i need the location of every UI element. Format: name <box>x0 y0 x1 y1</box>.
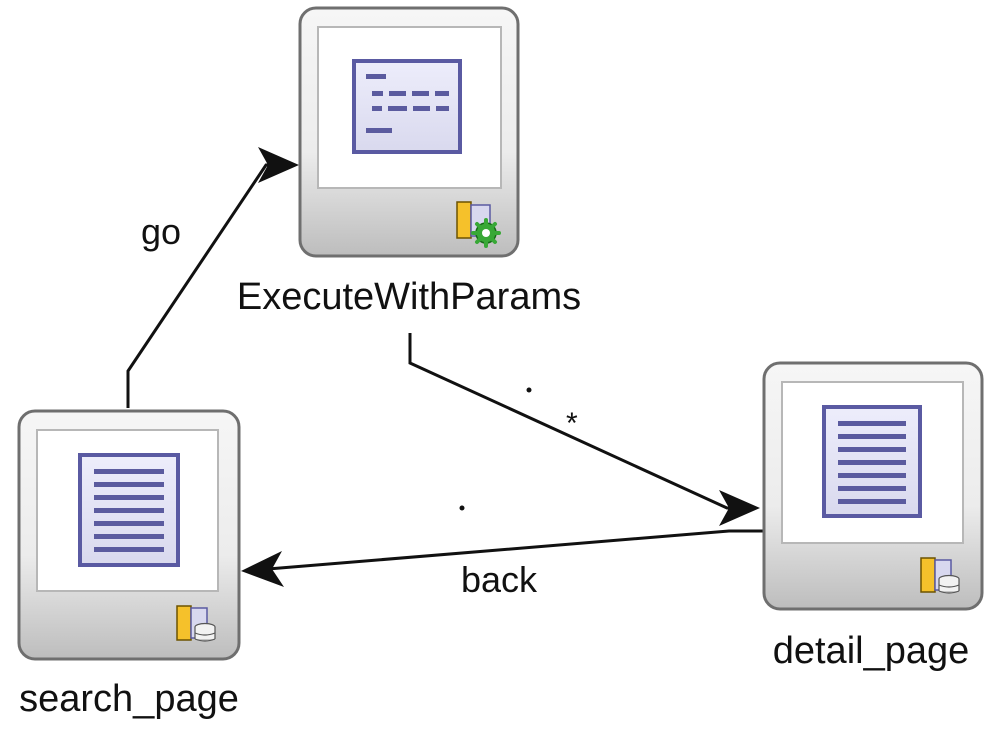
method-gear-badge-icon <box>456 201 501 248</box>
arrowhead-icon <box>241 551 284 587</box>
arrowhead-icon <box>258 147 299 183</box>
page-document-icon <box>822 405 922 518</box>
page-database-badge-icon <box>176 605 216 642</box>
edge-wildcard-line[interactable] <box>408 333 754 510</box>
edge-wildcard[interactable]: * <box>408 333 760 526</box>
node-label: search_page <box>19 678 239 720</box>
method-call-icon <box>352 59 462 154</box>
edge-back-line[interactable] <box>267 529 764 571</box>
edge-go[interactable]: go <box>126 147 299 408</box>
edge-label-go: go <box>141 211 181 252</box>
edge-label-back: back <box>461 559 538 600</box>
edge-dot <box>526 387 532 393</box>
page-database-badge-icon <box>920 557 960 594</box>
node-detail-page[interactable]: detail_page <box>762 361 984 672</box>
page-document-icon <box>78 453 180 567</box>
node-label: detail_page <box>773 630 970 672</box>
edge-back[interactable]: back <box>241 505 764 601</box>
node-label: ExecuteWithParams <box>237 276 581 318</box>
node-search-page[interactable]: search_page <box>17 409 241 720</box>
edge-dot <box>459 505 465 511</box>
edge-label-wildcard: * <box>566 407 578 440</box>
node-execute-with-params[interactable]: ExecuteWithParams <box>237 6 581 318</box>
arrowhead-icon <box>719 490 760 526</box>
